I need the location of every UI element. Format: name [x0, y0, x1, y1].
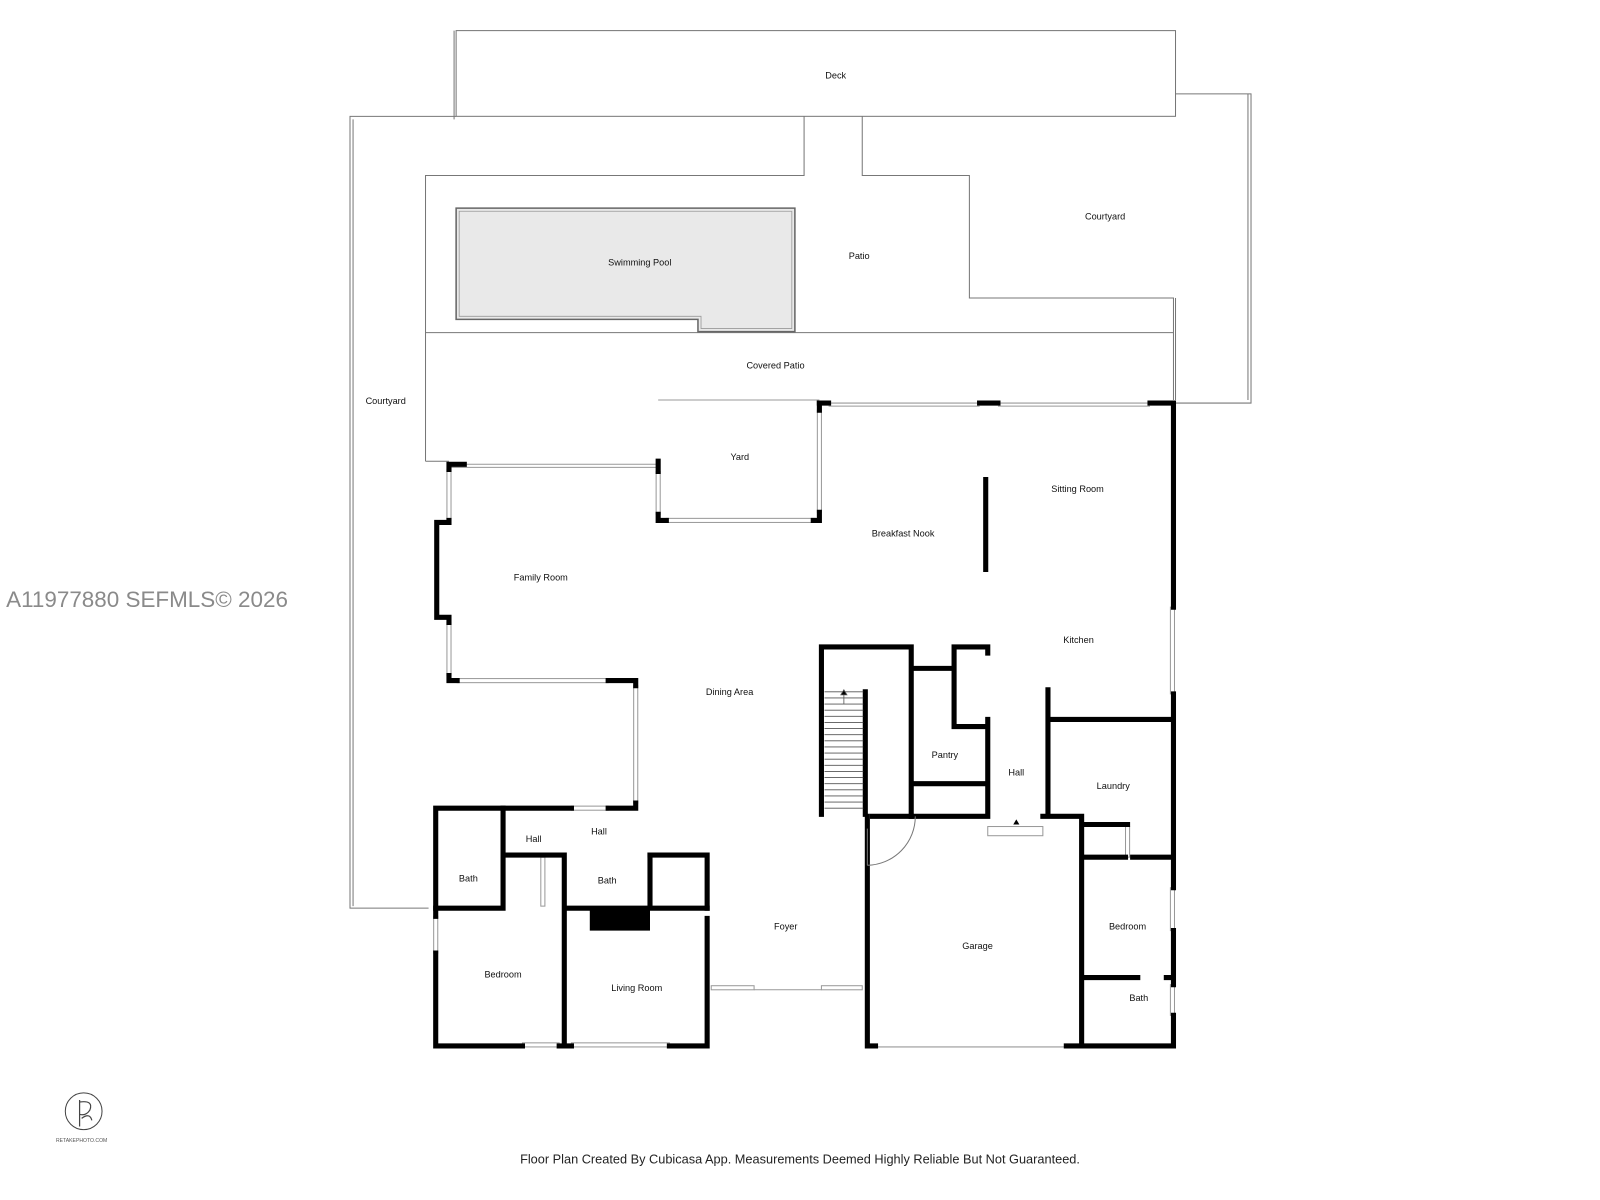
deck-area — [455, 30, 1177, 117]
label-bedroom-right: Bedroom — [1109, 922, 1147, 932]
fireplace — [589, 908, 650, 931]
label-bath-left: Bath — [459, 874, 478, 884]
label-garage: Garage — [962, 941, 993, 951]
windows — [433, 399, 1176, 1048]
swimming-pool — [455, 207, 796, 333]
walls — [433, 400, 1177, 1049]
label-deck: Deck — [825, 71, 846, 81]
label-pantry: Pantry — [932, 750, 959, 760]
label-living-room: Living Room — [611, 983, 662, 993]
entry-arrow — [1013, 819, 1020, 825]
label-family-room: Family Room — [514, 573, 568, 583]
footer-disclaimer: Floor Plan Created By Cubicasa App. Meas… — [520, 1151, 1080, 1166]
label-bath-mid: Bath — [598, 876, 617, 886]
door-swing-arc — [867, 816, 916, 866]
logo-text: RETAKEPHOTO.COM — [56, 1138, 107, 1144]
label-patio: Patio — [849, 251, 870, 261]
outdoor-outlines — [349, 30, 1252, 909]
label-covered-patio: Covered Patio — [746, 360, 804, 370]
retakephoto-logo: RETAKEPHOTO.COM — [56, 1092, 107, 1144]
label-laundry: Laundry — [1097, 781, 1131, 791]
label-courtyard-left: Courtyard — [366, 396, 406, 406]
label-hall-left: Hall — [526, 834, 542, 844]
label-hall-left2: Hall — [591, 827, 607, 837]
courtyard-left-area — [349, 115, 457, 909]
label-swimming-pool: Swimming Pool — [608, 257, 671, 267]
label-bedroom-left: Bedroom — [484, 970, 522, 980]
label-foyer: Foyer — [774, 922, 797, 932]
label-hall-center: Hall — [1008, 768, 1024, 778]
label-dining-area: Dining Area — [706, 687, 754, 697]
staircase — [824, 689, 864, 809]
label-kitchen: Kitchen — [1063, 635, 1094, 645]
label-breakfast-nook: Breakfast Nook — [872, 529, 935, 539]
courtyard-right-area — [1173, 93, 1252, 404]
room-labels: Deck Courtyard Swimming Pool Patio Cover… — [366, 71, 1149, 1003]
label-yard: Yard — [730, 452, 749, 462]
label-courtyard-right: Courtyard — [1085, 211, 1125, 221]
label-sitting-room: Sitting Room — [1051, 484, 1104, 494]
patio-area — [425, 116, 805, 462]
mls-watermark: A11977880 SEFMLS© 2026 — [6, 587, 288, 612]
label-bath-right: Bath — [1129, 993, 1148, 1003]
